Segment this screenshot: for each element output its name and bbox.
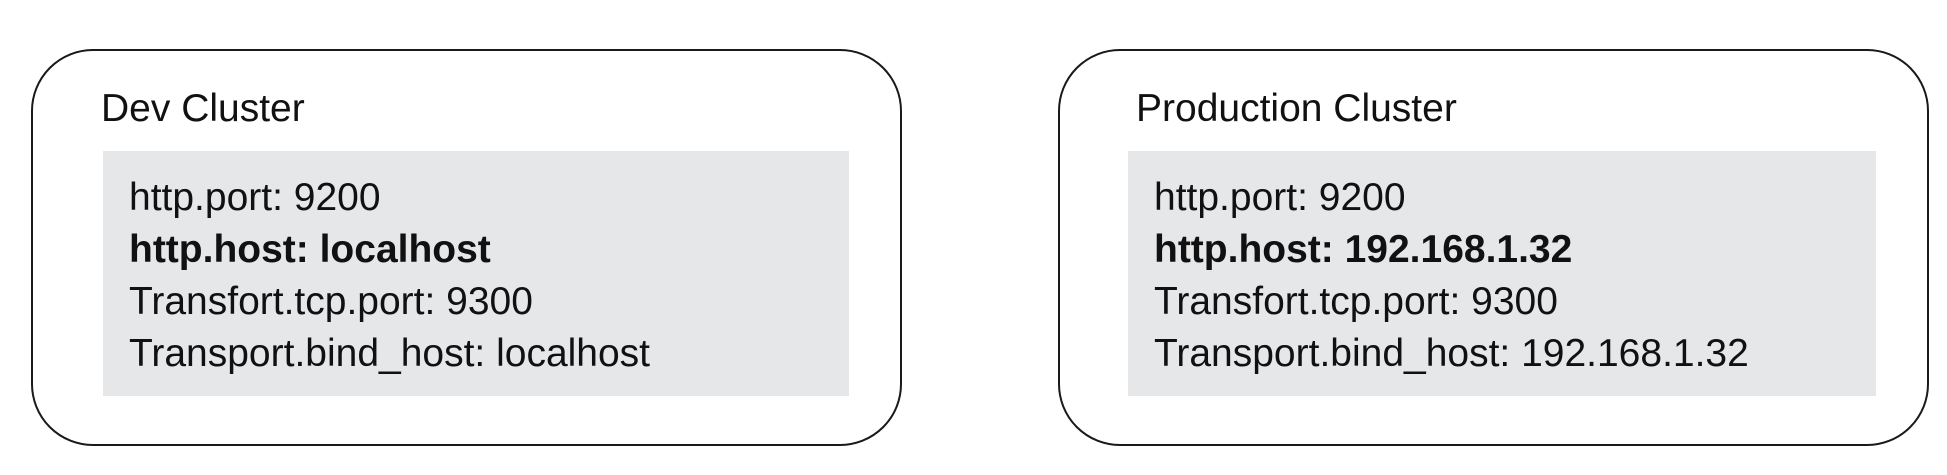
dev-config-line-http-host: http.host: localhost — [129, 228, 491, 271]
prod-config-line-http-host: http.host: 192.168.1.32 — [1154, 228, 1573, 271]
dev-cluster-title: Dev Cluster — [101, 87, 305, 130]
production-cluster-panel: Production Cluster http.port: 9200 http.… — [1058, 49, 1929, 446]
dev-config-line-bind-host: Transport.bind_host: localhost — [129, 332, 651, 375]
prod-config-line-bind-host: Transport.bind_host: 192.168.1.32 — [1154, 332, 1749, 375]
dev-cluster-config: http.port: 9200 http.host: localhost Tra… — [103, 151, 849, 396]
dev-cluster-panel: Dev Cluster http.port: 9200 http.host: l… — [31, 49, 902, 446]
dev-config-line-http-port: http.port: 9200 — [129, 176, 381, 219]
prod-config-line-http-port: http.port: 9200 — [1154, 176, 1406, 219]
prod-config-line-tcp-port: Transfort.tcp.port: 9300 — [1154, 280, 1558, 323]
production-cluster-title: Production Cluster — [1136, 87, 1457, 130]
dev-config-line-tcp-port: Transfort.tcp.port: 9300 — [129, 280, 533, 323]
production-cluster-config: http.port: 9200 http.host: 192.168.1.32 … — [1128, 151, 1876, 396]
